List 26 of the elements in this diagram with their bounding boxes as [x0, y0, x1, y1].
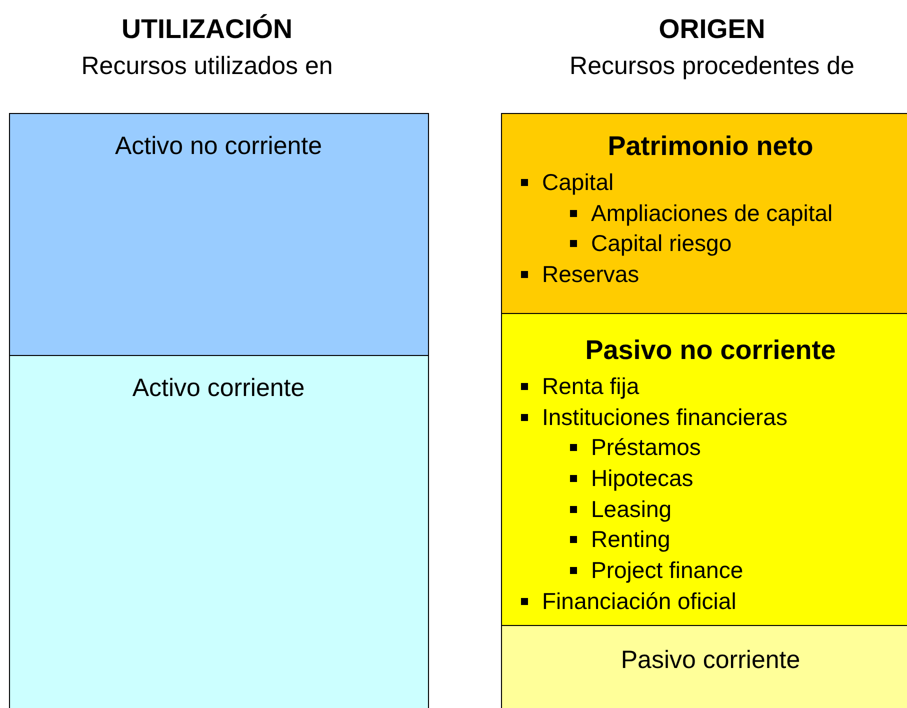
- list-item: Capital riesgo: [591, 230, 732, 258]
- box-heading: Activo corriente: [131, 374, 306, 403]
- list-item: Reservas: [542, 260, 640, 288]
- column-subtitle: Recursos procedentes de: [568, 52, 856, 81]
- list-item: Project finance: [591, 556, 744, 584]
- list-item: Capital: [542, 168, 614, 196]
- box-heading: Activo no corriente: [114, 132, 324, 161]
- column-title: ORIGEN: [658, 14, 766, 45]
- list-item: Hipotecas: [591, 464, 694, 492]
- area-box: [501, 113, 907, 314]
- list-item: Renting: [591, 526, 670, 554]
- list-item: Instituciones financieras: [542, 404, 788, 431]
- box-heading: Patrimonio neto: [606, 131, 814, 162]
- area-box: [9, 113, 429, 356]
- list-item: Préstamos: [591, 434, 701, 462]
- area-box: [501, 313, 907, 626]
- box-heading: Pasivo corriente: [620, 646, 802, 675]
- area-box: [501, 625, 907, 708]
- list-item: Leasing: [591, 496, 672, 523]
- column-subtitle: Recursos utilizados en: [80, 52, 334, 81]
- list-item: Financiación oficial: [542, 588, 736, 615]
- column-title: UTILIZACIÓN: [120, 14, 294, 45]
- list-item: Renta fija: [542, 372, 640, 400]
- list-item: Ampliaciones de capital: [591, 200, 833, 227]
- box-heading: Pasivo no corriente: [584, 335, 837, 366]
- area-box: [9, 355, 429, 708]
